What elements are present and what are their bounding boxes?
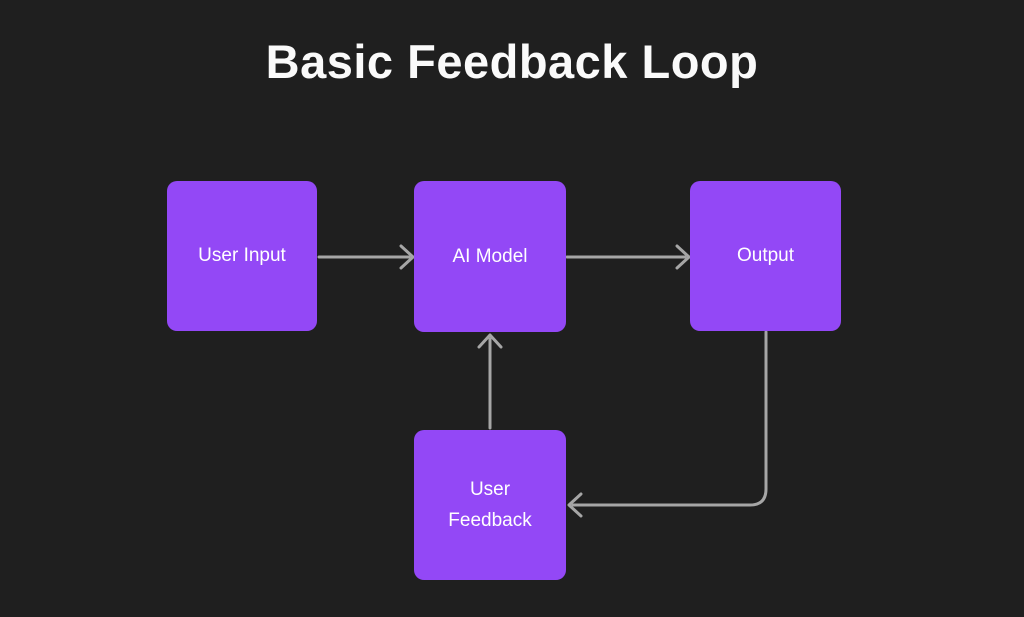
edge-output-to-user-feedback [571,330,768,507]
node-output: Output [690,181,841,331]
node-label: AI Model [452,245,528,267]
node-ai-model: AI Model [414,181,566,332]
node-user-input: User Input [167,181,317,331]
arrowhead-right-icon [399,244,415,270]
diagram-title: Basic Feedback Loop [265,35,759,88]
arrowhead-left-icon [567,492,583,518]
node-label: User Input [198,245,286,267]
node-label: User Feedback [448,478,532,531]
arrowhead-right-icon [675,244,691,270]
node-label: Output [736,245,795,267]
node-user-feedback: User Feedback [414,430,566,580]
arrowhead-up-icon [477,333,503,349]
